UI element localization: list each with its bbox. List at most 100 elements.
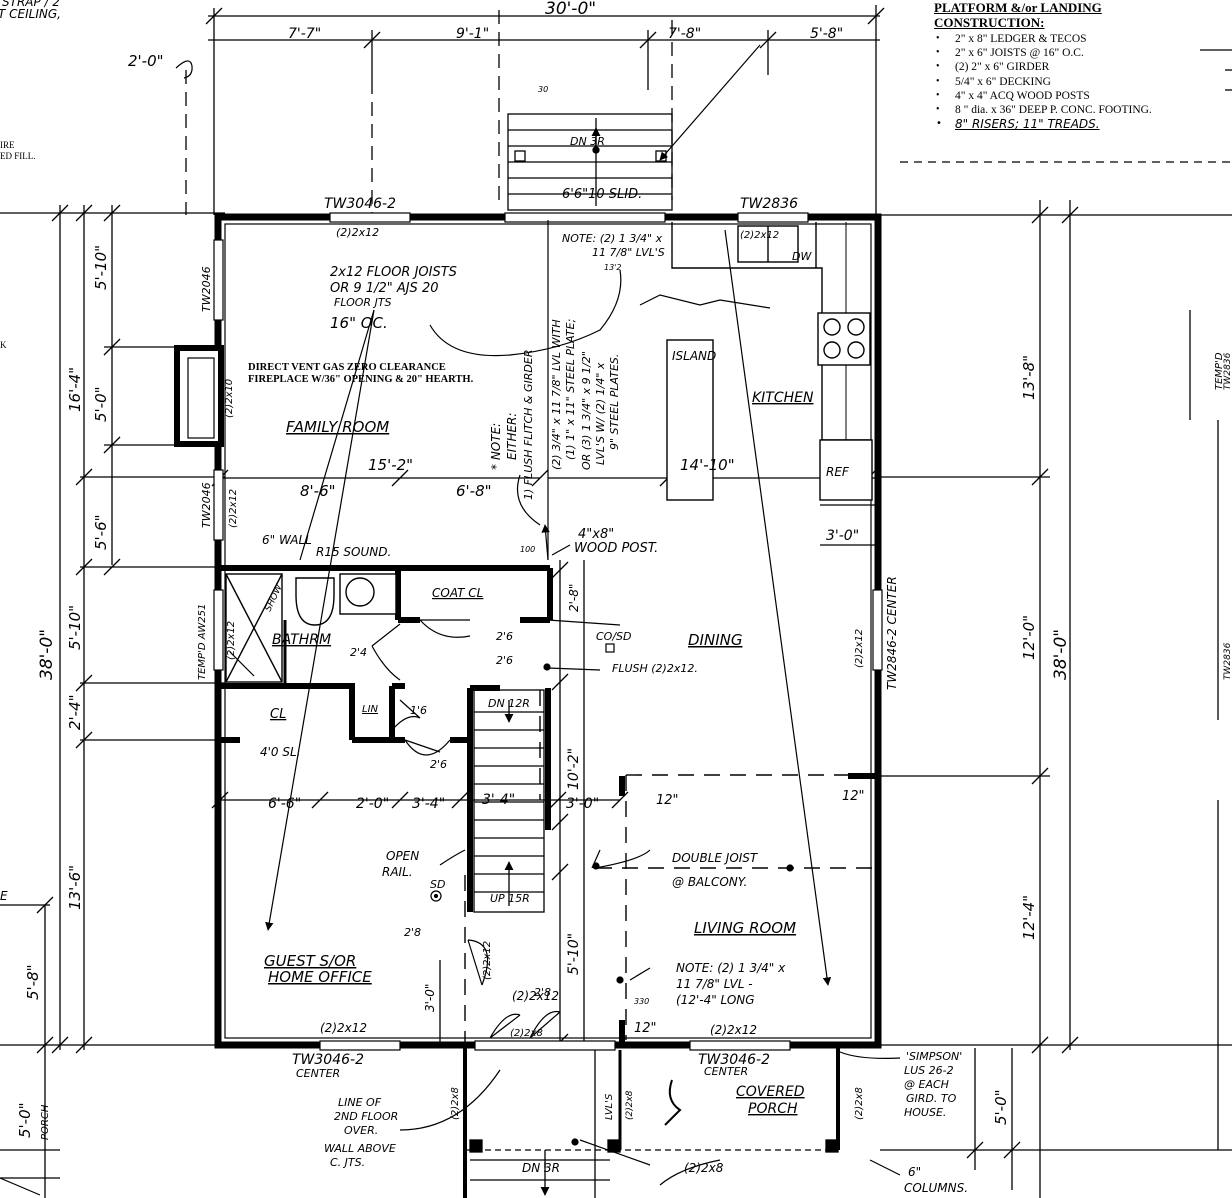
window-right-1: TW2846-2 CENTER bbox=[885, 576, 899, 690]
note-small-132: 13'2 bbox=[604, 263, 621, 272]
note-second-floor: LINE OF bbox=[338, 1096, 382, 1109]
dim-living-12c: 12" bbox=[634, 1021, 657, 1036]
room-coat: COAT CL bbox=[432, 586, 483, 600]
spec-item: (2) 2" x 6" GIRDER bbox=[934, 60, 1230, 74]
header-label: (2)2x12 bbox=[512, 989, 559, 1003]
note-either: 1) FLUSH FLITCH & GIRDER bbox=[522, 350, 535, 500]
spec-item: 5/4" x 6" DECKING bbox=[934, 75, 1230, 89]
dim-family-width: 15'-2" bbox=[368, 456, 413, 474]
note-either: LVL'S W/ (2) 1/4" x bbox=[594, 362, 607, 465]
note-double-joist: @ BALCONY. bbox=[672, 875, 747, 889]
window-bottom-2b: CENTER bbox=[704, 1065, 748, 1078]
note-second-floor: 2ND FLOOR bbox=[334, 1110, 398, 1123]
room-family: FAMILY ROOM bbox=[286, 418, 389, 436]
lvl-porch-label: LVL'S bbox=[604, 1093, 615, 1120]
header-label: (2)2x12 bbox=[710, 1023, 757, 1037]
window-left-1: TW2046 bbox=[200, 266, 213, 312]
door-size: 2'8 bbox=[534, 986, 551, 999]
window-slider: 6'6"10 SLID. bbox=[562, 187, 642, 202]
room-porch-2: PORCH bbox=[748, 1101, 798, 1117]
spec-item: 8 " dia. x 36" DEEP P. CONC. FOOTING. bbox=[934, 103, 1230, 117]
spec-item: 2" x 8" LEDGER & TECOS bbox=[934, 32, 1230, 46]
room-dining: DINING bbox=[688, 631, 742, 649]
window-bottom-1b: CENTER bbox=[296, 1067, 340, 1080]
dim-living-12a: 12" bbox=[656, 793, 679, 808]
note-double-joist: DOUBLE JOIST bbox=[672, 851, 759, 865]
note-fireplace: FIREPLACE W/36" OPENING & 20" HEARTH. bbox=[248, 374, 474, 385]
note-simpson: 'SIMPSON' bbox=[906, 1050, 962, 1063]
dim-mid-4: 3'-4" bbox=[482, 792, 515, 808]
dim-left-c: 2'-4" bbox=[66, 694, 84, 730]
label-porch-left: PORCH bbox=[40, 1104, 51, 1140]
note-simpson: @ EACH bbox=[904, 1078, 949, 1091]
note-columns: 6" bbox=[908, 1165, 921, 1179]
margin-note-1: STRAP / 2 bbox=[2, 0, 60, 9]
header-label: (2)2x12 bbox=[854, 629, 865, 668]
header-label: (2)2x10 bbox=[224, 379, 235, 418]
header-label: (2)2x12 bbox=[482, 941, 493, 980]
plan-symbols bbox=[0, 60, 794, 1196]
note-porch-2x8: (2)2x8 bbox=[684, 1161, 724, 1175]
door-swings bbox=[229, 619, 561, 1039]
spec-list: 2" x 8" LEDGER & TECOS 2" x 6" JOISTS @ … bbox=[934, 32, 1230, 132]
header-label: (2)2x12 bbox=[226, 621, 237, 660]
note-second-floor: OVER. bbox=[344, 1124, 378, 1137]
porch-dn-label: DN 3R bbox=[522, 1161, 560, 1175]
door-size: 2'8 bbox=[404, 926, 421, 939]
note-either: (2) 3/4" x 11 7/8" LVL WITH bbox=[550, 319, 563, 470]
note-second-floor: C. JTS. bbox=[330, 1156, 365, 1169]
note-lvl-top: NOTE: (2) 1 3/4" x bbox=[562, 232, 663, 245]
header-label: (2)2x12 bbox=[740, 230, 779, 241]
window-bottom-2: TW3046-2 bbox=[698, 1052, 770, 1068]
dim-left-a2: 5'-0" bbox=[92, 386, 110, 422]
room-bath: BATHRM bbox=[272, 632, 331, 648]
rear-deck-stair bbox=[507, 113, 673, 211]
dim-top-4: 5'-8" bbox=[810, 26, 843, 42]
room-lin: LIN bbox=[362, 704, 379, 715]
dim-right-3: 12'-4" bbox=[1020, 895, 1038, 940]
note-sd: SD bbox=[430, 878, 445, 891]
room-porch-1: COVERED bbox=[736, 1084, 805, 1100]
note-lvl-top: 11 7/8" LVL'S bbox=[592, 246, 665, 259]
dim-left-porch: 5'-0" bbox=[16, 1102, 34, 1138]
dim-right-1: 13'-8" bbox=[1020, 355, 1038, 400]
note-flush: FLUSH (2)2x12. bbox=[612, 662, 698, 675]
deck-dn-label: DN 3R bbox=[570, 135, 605, 148]
window-left-temp: TEMP'D AW251 bbox=[197, 604, 208, 680]
dim-entry-small: 3'-0" bbox=[423, 984, 437, 1012]
note-either: * NOTE: bbox=[489, 423, 503, 470]
margin-note-2: T CEILING, bbox=[0, 7, 61, 21]
door-size: 2'6 bbox=[496, 654, 513, 667]
dim-top-1: 7'-7" bbox=[288, 26, 321, 42]
stair-up-label: UP 15R bbox=[490, 892, 530, 905]
room-dw: DW bbox=[792, 250, 812, 263]
dim-left-d: 13'-6" bbox=[66, 865, 84, 910]
dim-left-a1: 5'-10" bbox=[92, 245, 110, 290]
dim-mid-5: 3'-0" bbox=[566, 796, 599, 812]
note-lvl-living: 11 7/8" LVL - bbox=[676, 977, 753, 991]
note-small-330: 330 bbox=[634, 997, 649, 1006]
dim-mid-2: 2'-0" bbox=[356, 796, 389, 812]
spec-title-line2: CONSTRUCTION: bbox=[934, 15, 1045, 30]
note-open-rail: OPEN bbox=[386, 849, 419, 863]
note-wall: 6" WALL bbox=[262, 533, 312, 547]
note-floor-joists: 16" OC. bbox=[330, 314, 388, 332]
dim-left-b: 5'-10" bbox=[66, 605, 84, 650]
room-cl: CL bbox=[270, 707, 286, 722]
note-lvl-living: NOTE: (2) 1 3/4" x bbox=[676, 961, 786, 975]
note-either: EITHER: bbox=[505, 413, 519, 460]
spec-title-line1: PLATFORM &/or LANDING bbox=[934, 0, 1102, 15]
door-size: 1'6 bbox=[410, 704, 427, 717]
header-label: (2)2x8 bbox=[450, 1087, 461, 1120]
second-floor-lines bbox=[464, 690, 878, 1045]
window-top-left: TW3046-2 bbox=[324, 196, 396, 212]
margin-note-3: IRE bbox=[0, 140, 15, 150]
note-wood-post: 4"x8" bbox=[578, 527, 614, 542]
dim-left-a: 16'-4" bbox=[66, 367, 84, 412]
note-simpson: HOUSE. bbox=[904, 1106, 946, 1119]
note-floor-joists: FLOOR JTS bbox=[334, 296, 392, 309]
dim-left-a3: 5'-6" bbox=[92, 514, 110, 550]
room-guest-1: GUEST S/OR bbox=[264, 952, 356, 970]
wall-openings bbox=[213, 212, 883, 1051]
